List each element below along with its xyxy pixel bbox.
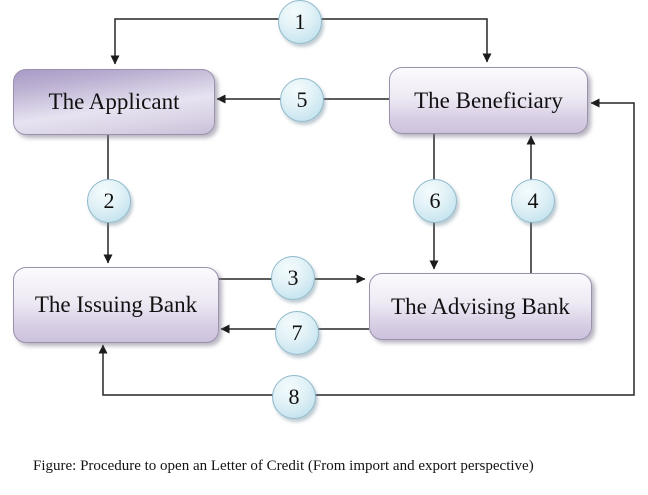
node-advising-bank: The Advising Bank [369,273,592,340]
connector-step1-to-beneficiary [299,18,492,63]
step-circle-3: 3 [271,256,315,300]
step-number-2: 2 [103,188,115,213]
connector-step1-to-applicant [110,18,299,65]
step-circle-6: 6 [413,179,457,223]
step-number-5: 5 [296,87,308,112]
node-applicant-label: The Applicant [48,89,180,114]
node-beneficiary-label: The Beneficiary [414,87,563,113]
step-number-6: 6 [429,188,441,213]
connector-step8-to-beneficiary [293,98,635,396]
step-number-8: 8 [288,384,300,409]
step-number-1: 1 [294,9,306,34]
step-number-7: 7 [291,320,303,345]
step-number-3: 3 [287,265,299,290]
step-circle-5: 5 [280,78,324,122]
step-circle-1: 1 [278,0,322,44]
step-circle-8: 8 [272,375,316,419]
connector-step8-to-issuing-bank [98,344,293,396]
node-beneficiary: The Beneficiary [389,67,588,134]
step-circle-2: 2 [87,179,131,223]
step-circle-7: 7 [275,311,319,355]
step-number-4: 4 [527,188,539,213]
node-issuing-bank-label: The Issuing Bank [34,292,198,317]
node-issuing-bank: The Issuing Bank [13,267,219,343]
node-advising-bank-label: The Advising Bank [391,293,570,319]
figure-caption: Figure: Procedure to open an Letter of C… [33,458,534,474]
node-applicant: The Applicant [13,69,215,135]
step-circle-4: 4 [511,179,555,223]
